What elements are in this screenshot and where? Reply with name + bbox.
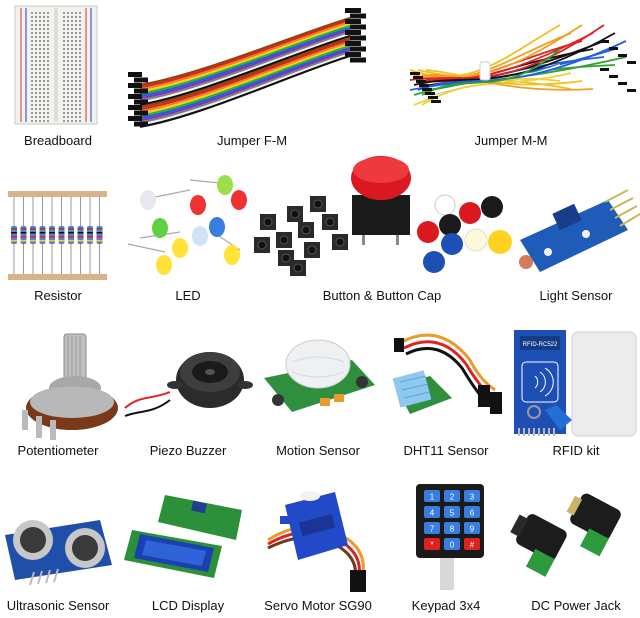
keypad-key [464,506,480,518]
label-lcd: LCD Display [151,598,225,613]
keypad-key [444,522,460,534]
keypad-key-label: * [430,541,433,550]
keypad-key-label: 2 [450,493,455,502]
keypad-key-label: 3 [470,493,475,502]
label-piezo-buzzer: Piezo Buzzer [149,443,227,458]
label-keypad: Keypad 3x4 [411,598,481,613]
keypad-key-label: 7 [430,525,435,534]
keypad-key-label: 9 [470,525,475,534]
keypad-key-label: 8 [450,525,455,534]
label-jumper-mm: Jumper M-M [474,133,548,148]
label-button: Button & Button Cap [322,288,442,303]
keypad-key [464,538,480,550]
keypad-key-label: 1 [430,493,435,502]
keypad-key-label: # [470,541,475,550]
label-motion-sensor: Motion Sensor [276,443,360,458]
keypad-key [444,538,460,550]
label-resistor: Resistor [34,288,82,303]
keypad-key-label: 4 [430,509,435,518]
keypad-key-label: 0 [450,541,455,550]
label-potentiometer: Potentiometer [17,443,99,458]
label-led: LED [175,288,201,303]
keypad-key [424,490,440,502]
label-servo: Servo Motor SG90 [264,598,372,613]
keypad-key [444,490,460,502]
label-ultrasonic: Ultrasonic Sensor [6,598,110,613]
keypad-key-label: 6 [470,509,475,518]
keypad-key [424,506,440,518]
label-rfid: RFID kit [552,443,600,458]
keypad-key [424,522,440,534]
label-dht11: DHT11 Sensor [403,443,489,458]
keypad-key [464,490,480,502]
keypad-key [464,522,480,534]
keypad-key [424,538,440,550]
label-breadboard: Breadboard [24,133,92,148]
label-light-sensor: Light Sensor [539,288,613,303]
rfid-chip-text: RFID-RC522 [523,342,558,348]
label-dc-jack: DC Power Jack [531,598,621,613]
label-jumper-fm: Jumper F-M [216,133,288,148]
keypad-key-label: 5 [450,509,455,518]
keypad-key [444,506,460,518]
